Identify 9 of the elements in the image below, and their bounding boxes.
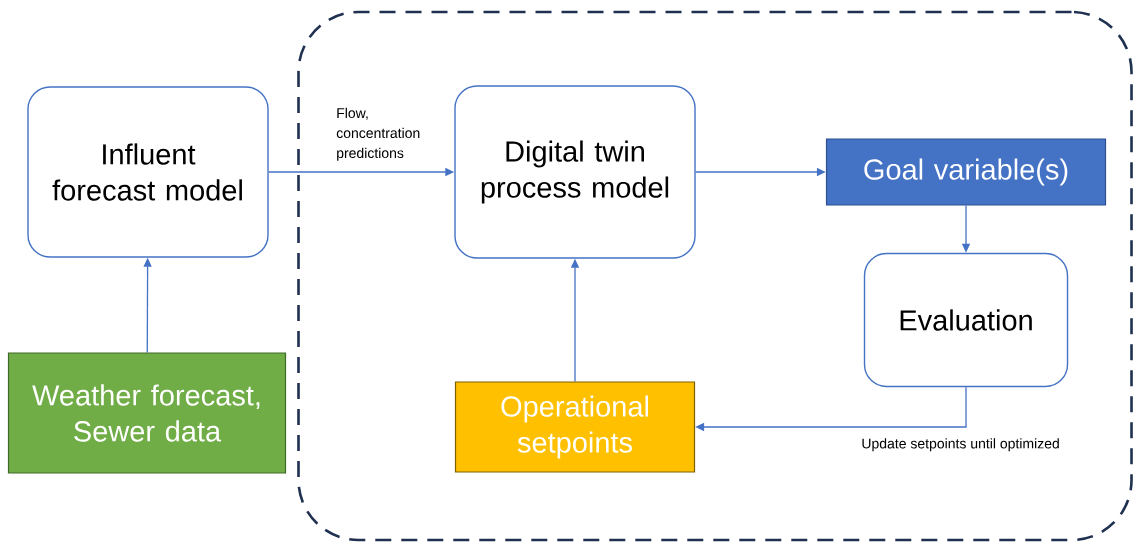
edge-label: Update setpoints until optimized [862, 438, 1059, 452]
dashed-region [297, 10, 1133, 542]
process-box: Influent forecast model [27, 86, 269, 258]
process-box: Weather forecast, Sewer data [7, 352, 287, 474]
process-box: Evaluation [863, 252, 1069, 388]
process-box: Operational setpoints [454, 381, 696, 473]
process-box: Digital twin process model [454, 85, 696, 259]
edge-label: Flow, concentration predictions [336, 107, 420, 161]
process-box: Goal variable(s) [825, 138, 1107, 206]
